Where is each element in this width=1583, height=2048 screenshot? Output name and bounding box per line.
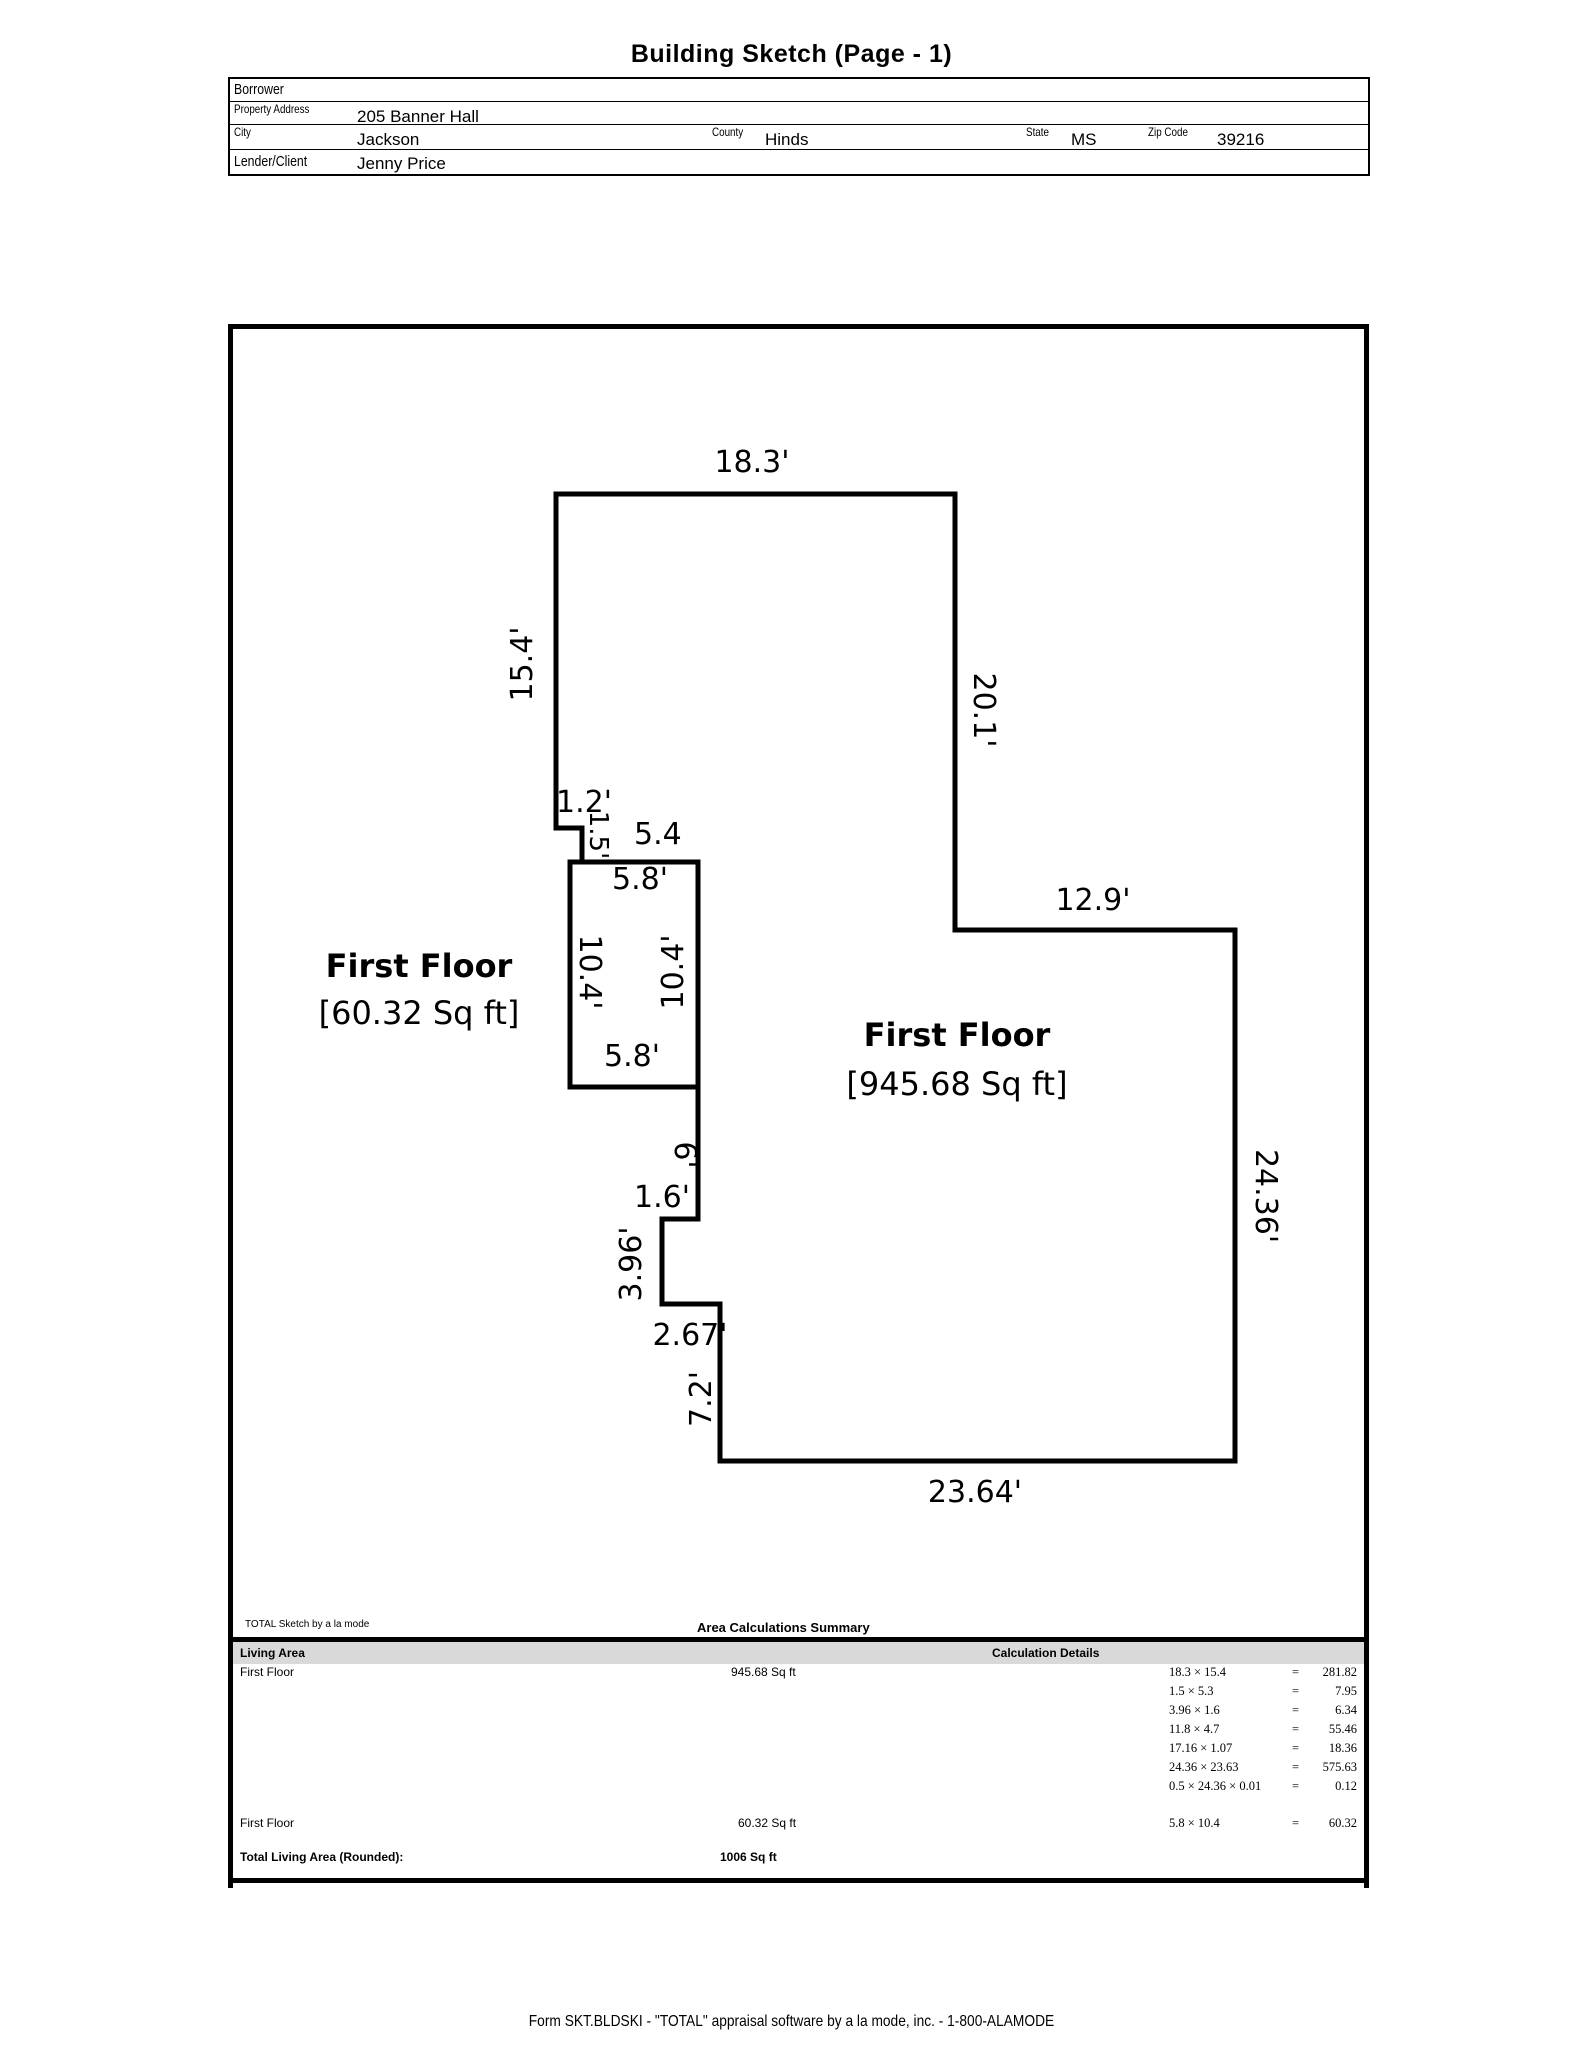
dim-left-upper: 15.4' xyxy=(505,626,540,701)
dim-notch-vertical: 1.5' xyxy=(583,811,613,860)
area-label-small-name: First Floor xyxy=(326,947,513,985)
summary-title: Area Calculations Summary xyxy=(697,1620,870,1635)
calc-7-eq: = xyxy=(1292,1779,1300,1793)
calc-6-result: 575.63 xyxy=(1322,1760,1357,1774)
area-label-main-size: [945.68 Sq ft] xyxy=(846,1065,1067,1103)
calc-3-result: 6.34 xyxy=(1335,1703,1357,1717)
living-area-header: Living Area xyxy=(240,1646,305,1660)
dim-right-upper: 20.1' xyxy=(966,672,1001,747)
summary-right-border xyxy=(1364,1637,1369,1888)
page-title: Building Sketch (Page - 1) xyxy=(630,40,953,68)
dim-seg-1-6: 1.6' xyxy=(634,1180,690,1215)
row-1-area: 945.68 Sq ft xyxy=(731,1665,796,1679)
calc-5-eq: = xyxy=(1292,1741,1300,1755)
borrower-label: Borrower xyxy=(234,81,284,98)
calc-2-result: 7.95 xyxy=(1335,1684,1357,1698)
dim-room-right: 10.4' xyxy=(656,934,691,1009)
calc-7-expr: 0.5 × 24.36 × 0.01 xyxy=(1169,1779,1262,1793)
dim-room-top: 5.8' xyxy=(612,862,668,897)
calc-7-result: 0.12 xyxy=(1335,1779,1357,1793)
dim-notch-horizontal: 5.4 xyxy=(634,817,682,852)
calc-3-eq: = xyxy=(1292,1703,1300,1717)
dim-seg-7-2: 7.2' xyxy=(684,1371,719,1427)
lender-value: Jenny Price xyxy=(357,154,446,173)
sketch-credit: TOTAL Sketch by a la mode xyxy=(245,1619,370,1630)
property-address-label: Property Address xyxy=(234,102,310,116)
row-2-area: 60.32 Sq ft xyxy=(738,1816,797,1830)
calc-3-expr: 3.96 × 1.6 xyxy=(1169,1703,1220,1717)
calc-4-eq: = xyxy=(1292,1722,1300,1736)
calc-details-header: Calculation Details xyxy=(992,1646,1100,1660)
dim-notch-small: 1.2' xyxy=(556,785,612,820)
small-room-outline xyxy=(567,859,701,1090)
state-value: MS xyxy=(1071,130,1097,149)
city-label: City xyxy=(234,125,251,139)
state-label: State xyxy=(1026,125,1049,139)
property-info-table: Borrower Property Address 205 Banner Hal… xyxy=(228,77,1370,176)
calc-6-eq: = xyxy=(1292,1760,1300,1774)
calc-6-expr: 24.36 × 23.63 xyxy=(1169,1760,1239,1774)
calc-8-expr: 5.8 × 10.4 xyxy=(1169,1816,1220,1830)
calc-4-expr: 11.8 × 4.7 xyxy=(1169,1722,1220,1736)
county-value: Hinds xyxy=(765,130,809,149)
calc-8-result: 60.32 xyxy=(1328,1816,1357,1830)
dim-seg-3-96: 3.96' xyxy=(614,1226,649,1301)
property-address-row: Property Address 205 Banner Hall xyxy=(230,101,1368,126)
total-label: Total Living Area (Rounded): xyxy=(240,1850,404,1864)
dim-right-lower: 24.36' xyxy=(1248,1149,1283,1243)
row-2-name: First Floor xyxy=(240,1816,294,1830)
calc-5-expr: 17.16 × 1.07 xyxy=(1169,1741,1233,1755)
calc-1-expr: 18.3 × 15.4 xyxy=(1169,1665,1227,1679)
dim-bottom: 23.64' xyxy=(928,1475,1022,1510)
summary-left-border xyxy=(228,1637,233,1888)
zip-label: Zip Code xyxy=(1148,125,1188,139)
summary-header-bar xyxy=(228,1642,1369,1664)
lender-label: Lender/Client xyxy=(234,153,308,170)
area-label-main-name: First Floor xyxy=(864,1016,1051,1054)
dim-room-left: 10.4' xyxy=(572,934,607,1009)
lender-row: Lender/Client Jenny Price xyxy=(230,149,1368,176)
form-footer: Form SKT.BLDSKI - "TOTAL" appraisal soft… xyxy=(528,2013,1055,2030)
main-floor-outline xyxy=(553,491,1238,1464)
calc-8-eq: = xyxy=(1292,1816,1300,1830)
calc-5-result: 18.36 xyxy=(1328,1741,1357,1755)
city-value: Jackson xyxy=(357,130,420,149)
area-label-small-size: [60.32 Sq ft] xyxy=(319,994,520,1032)
property-address-value: 205 Banner Hall xyxy=(357,107,479,126)
row-1-name: First Floor xyxy=(240,1665,294,1679)
dim-room-bottom: 5.8' xyxy=(604,1039,660,1074)
area-calculations-summary: Living Area Calculation Details First Fl… xyxy=(228,1637,1369,1888)
zip-value: 39216 xyxy=(1217,130,1265,149)
dim-step-mid: 12.9' xyxy=(1055,883,1130,918)
calc-2-eq: = xyxy=(1292,1684,1300,1698)
dim-seg-6: 6' xyxy=(667,1141,702,1168)
calc-4-result: 55.46 xyxy=(1328,1722,1357,1736)
calc-2-expr: 1.5 × 5.3 xyxy=(1169,1684,1214,1698)
city-row: City Jackson County Hinds State MS Zip C… xyxy=(230,124,1368,150)
calc-1-eq: = xyxy=(1292,1665,1300,1679)
county-label: County xyxy=(712,125,744,139)
borrower-row: Borrower xyxy=(230,79,1368,102)
total-value: 1006 Sq ft xyxy=(720,1850,777,1864)
summary-bottom-border xyxy=(228,1878,1369,1883)
dim-top: 18.3' xyxy=(714,445,789,480)
dim-seg-2-67: 2.67' xyxy=(652,1318,727,1353)
calc-1-result: 281.82 xyxy=(1322,1665,1357,1679)
